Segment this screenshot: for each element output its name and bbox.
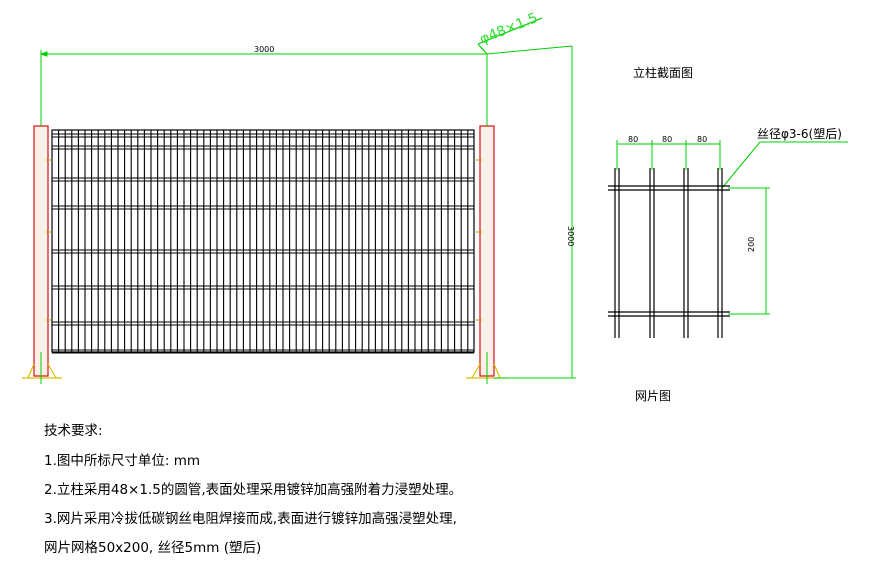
mesh-panel bbox=[51, 129, 475, 354]
mesh-height-dimension bbox=[728, 187, 770, 315]
notes-heading: 技术要求: bbox=[44, 423, 103, 439]
width-dimension-label: 3000 bbox=[254, 45, 274, 54]
section-view-title: 立柱截面图 bbox=[633, 65, 693, 80]
width-dimension bbox=[40, 45, 576, 379]
note-line-4: 网片网格50x200, 丝径5mm (塑后) bbox=[44, 540, 261, 556]
note-line-1: 1.图中所标尺寸单位: mm bbox=[44, 453, 200, 469]
fence-front-view: 3000 φ48×1.5 3000 bbox=[22, 10, 576, 384]
left-post bbox=[33, 125, 49, 377]
pipe-leader bbox=[477, 17, 543, 55]
pipe-diameter-label: φ48×1.5 bbox=[478, 10, 541, 48]
wire-diameter-label: 丝径φ3-6(塑后) bbox=[757, 126, 842, 141]
mesh-height-label: 200 bbox=[747, 237, 756, 252]
note-line-3: 3.网片采用冷拔低碳钢丝电阻焊接而成,表面进行镀锌加高强浸塑处理, bbox=[44, 510, 457, 527]
mesh-spacing-2: 80 bbox=[662, 135, 672, 144]
post-base-plates bbox=[22, 363, 506, 379]
mesh-view-title: 网片图 bbox=[635, 389, 671, 403]
mesh-detail-wires bbox=[608, 168, 730, 338]
mesh-detail-view: 80 80 80 丝径φ3-6(塑后) 200 网片图 bbox=[608, 126, 848, 403]
height-dimension-label: 3000 bbox=[566, 226, 575, 246]
mesh-spacing-3: 80 bbox=[697, 135, 707, 144]
mesh-spacing-dimension bbox=[616, 140, 721, 170]
note-line-2: 2.立柱采用48×1.5的圆管,表面处理采用镀锌加高强附着力浸塑处理。 bbox=[44, 481, 462, 498]
post-centerlines bbox=[40, 352, 488, 384]
post-clips bbox=[46, 159, 482, 321]
right-post bbox=[479, 125, 495, 377]
technical-notes: 技术要求: 1.图中所标尺寸单位: mm 2.立柱采用48×1.5的圆管,表面处… bbox=[44, 423, 462, 556]
wire-leader bbox=[721, 141, 848, 189]
post-section-view: 立柱截面图 bbox=[633, 65, 693, 80]
mesh-spacing-1: 80 bbox=[628, 135, 638, 144]
